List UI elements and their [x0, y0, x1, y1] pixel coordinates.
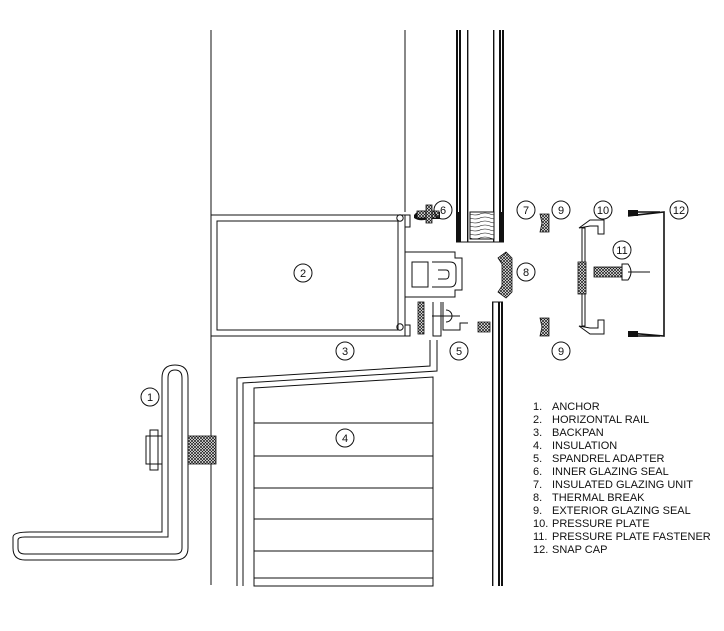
legend-num: 4. — [533, 440, 542, 452]
callout-6: 6 — [433, 200, 453, 220]
inner-glazing-seal — [416, 204, 440, 224]
wall-lines — [210, 30, 406, 585]
svg-text:9: 9 — [558, 346, 564, 358]
legend-num: 6. — [533, 466, 542, 478]
backpan — [236, 340, 438, 586]
legend-num: 12. — [533, 544, 548, 556]
legend-num: 3. — [533, 427, 542, 439]
callout-1: 1 — [140, 387, 160, 407]
callout-8: 8 — [516, 262, 536, 282]
callout-9-bottom: 9 — [551, 341, 571, 361]
callout-5: 5 — [449, 341, 469, 361]
legend-label: ANCHOR — [552, 401, 600, 413]
legend-num: 10. — [533, 518, 548, 530]
legend-num: 11. — [533, 531, 547, 543]
svg-text:7: 7 — [523, 205, 529, 217]
legend-num: 2. — [533, 414, 542, 426]
legend-label: INNER GLAZING SEAL — [552, 466, 669, 478]
legend-label: PRESSURE PLATE FASTENER — [552, 531, 711, 543]
callout-3: 3 — [335, 341, 355, 361]
callout-4: 4 — [335, 428, 355, 448]
svg-text:5: 5 — [456, 346, 462, 358]
legend-label: INSULATION — [552, 440, 617, 452]
exterior-glazing-seal — [539, 213, 550, 337]
svg-text:1: 1 — [147, 392, 153, 404]
legend-label: HORIZONTAL RAIL — [552, 414, 649, 426]
insulation — [253, 376, 434, 587]
legend-num: 1. — [533, 401, 542, 413]
anchor — [12, 364, 217, 561]
legend-label: EXTERIOR GLAZING SEAL — [552, 505, 691, 517]
spandrel-glass-lower — [492, 301, 503, 586]
svg-text:9: 9 — [558, 205, 564, 217]
legend: 1. ANCHOR 2. HORIZONTAL RAIL 3. BACKPAN … — [533, 401, 711, 556]
legend-num: 9. — [533, 505, 542, 517]
pressure-plate — [577, 219, 605, 335]
svg-text:4: 4 — [342, 433, 348, 445]
legend-label: BACKPAN — [552, 427, 604, 439]
svg-text:11: 11 — [616, 245, 627, 257]
callout-7: 7 — [516, 200, 536, 220]
legend-label: SNAP CAP — [552, 544, 607, 556]
callout-9-top: 9 — [551, 200, 571, 220]
callout-10: 10 — [593, 200, 613, 220]
legend-label: PRESSURE PLATE — [552, 518, 650, 530]
svg-text:3: 3 — [342, 346, 348, 358]
legend-label: THERMAL BREAK — [552, 492, 645, 504]
thermal-break — [497, 251, 513, 299]
legend-num: 8. — [533, 492, 542, 504]
legend-num: 5. — [533, 453, 542, 465]
insulated-glazing-unit-upper — [456, 30, 504, 243]
callout-2: 2 — [293, 263, 313, 283]
svg-text:12: 12 — [673, 205, 685, 217]
snap-cap — [627, 210, 665, 337]
svg-text:6: 6 — [440, 205, 446, 217]
callout-12: 12 — [669, 200, 689, 220]
svg-text:8: 8 — [523, 267, 529, 279]
svg-text:2: 2 — [300, 268, 306, 280]
callout-11: 11 — [612, 240, 632, 260]
legend-label: SPANDREL ADAPTER — [552, 453, 665, 465]
legend-label: INSULATED GLAZING UNIT — [552, 479, 693, 491]
spandrel-adapter — [417, 301, 491, 337]
legend-num: 7. — [533, 479, 542, 491]
svg-text:10: 10 — [597, 205, 609, 217]
pressure-plate-fastener — [593, 263, 650, 281]
